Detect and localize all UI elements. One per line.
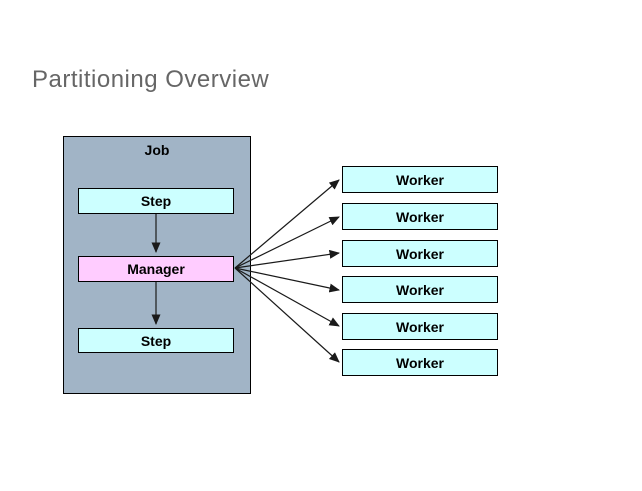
worker-box-3: Worker: [342, 240, 498, 267]
worker-label: Worker: [396, 281, 444, 298]
step-top-label: Step: [140, 193, 172, 209]
job-label: Job: [144, 142, 170, 158]
worker-box-5: Worker: [342, 313, 498, 340]
worker-label: Worker: [396, 171, 444, 188]
page-title: Partitioning Overview: [32, 66, 270, 93]
worker-label: Worker: [396, 318, 444, 335]
worker-box-2: Worker: [342, 203, 498, 230]
step-box-bottom: Step: [78, 328, 234, 353]
worker-box-1: Worker: [342, 166, 498, 193]
step-bottom-label: Step: [140, 332, 172, 349]
worker-label: Worker: [396, 354, 444, 371]
step-box-top: Step: [78, 188, 234, 214]
manager-label: Manager: [127, 261, 185, 277]
worker-box-4: Worker: [342, 276, 498, 303]
worker-box-6: Worker: [342, 349, 498, 376]
worker-label: Worker: [396, 245, 444, 262]
manager-box: Manager: [78, 256, 234, 282]
worker-label: Worker: [396, 208, 444, 225]
